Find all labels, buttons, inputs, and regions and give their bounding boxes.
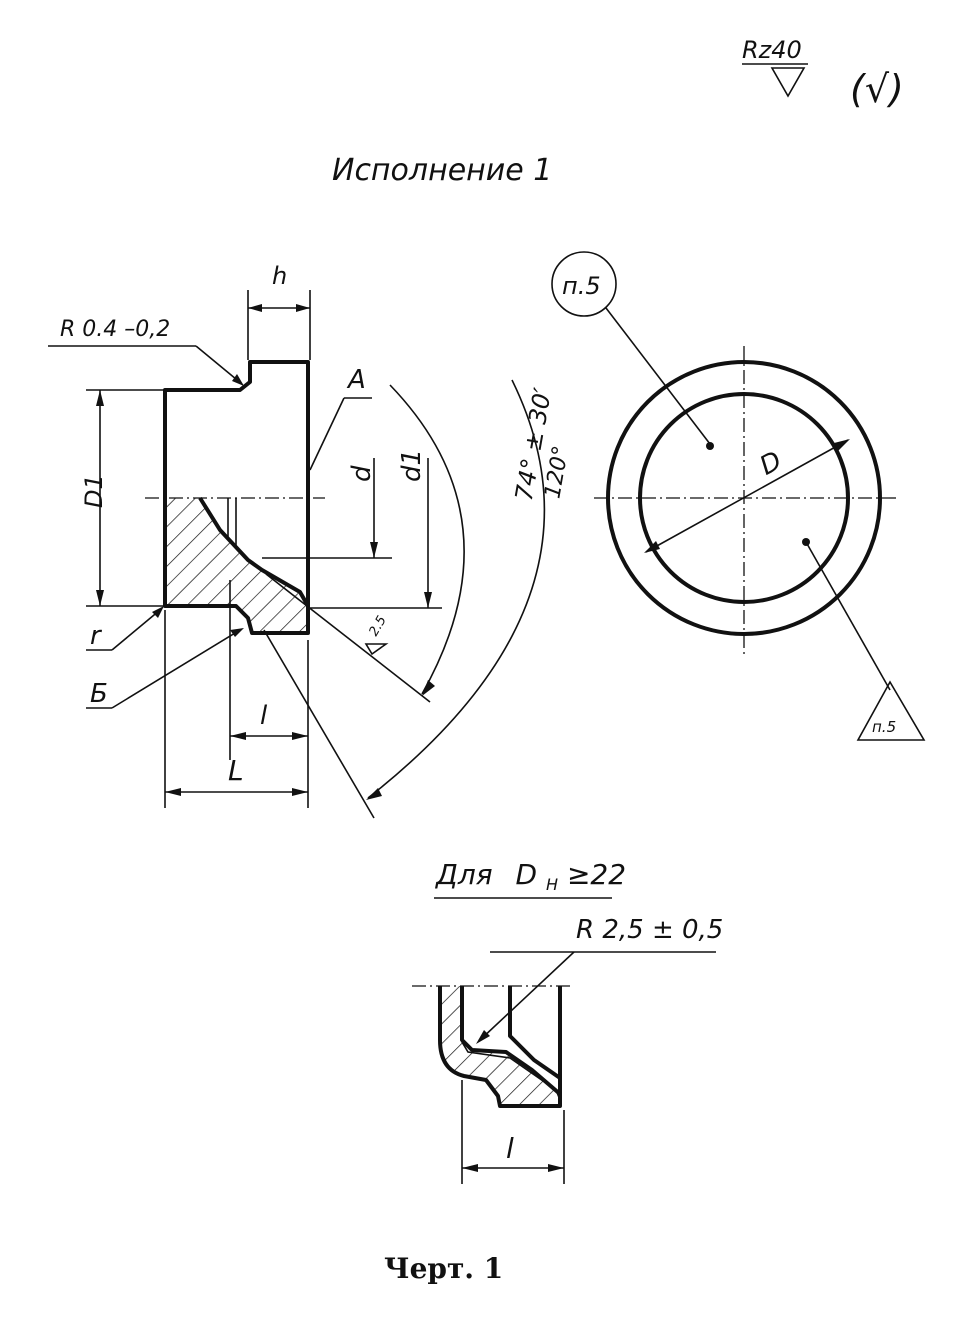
label-b: Б	[90, 679, 108, 709]
detail-heading-symbol: D	[516, 858, 538, 891]
extension-120	[263, 629, 375, 819]
triangle-leader	[805, 541, 891, 691]
arrow-L-right-icon	[292, 788, 308, 796]
label-a: A	[346, 365, 366, 395]
surface-roughness-mark: Rz40 (√)	[742, 36, 904, 111]
label-r: r	[90, 621, 103, 651]
detail-outline-outer	[438, 986, 562, 1108]
note-marker-label: п.5	[562, 272, 601, 300]
detail-hatch	[440, 986, 560, 1106]
note-marker-dot	[706, 442, 714, 450]
arrow-h-right-icon	[296, 304, 310, 312]
part-outline	[163, 360, 310, 635]
section-view: h R 0.4 –0,2 A D1 d d1 74° ± 30′	[48, 262, 574, 819]
triangle-marker-label: п.5	[872, 718, 896, 736]
arrow-D-right-icon	[834, 439, 850, 451]
figure-caption: Черт. 1	[384, 1252, 503, 1285]
arrow-l-right-icon	[292, 732, 308, 740]
detail-heading-word: Для	[434, 858, 493, 891]
dim-L-label: L	[228, 754, 244, 787]
detail-radius-label: R 2,5 ± 0,5	[576, 915, 723, 945]
arrow-r-icon	[152, 606, 164, 618]
arc-74	[389, 384, 465, 695]
arrow-D1-top-icon	[96, 390, 104, 406]
arrow-74-icon	[422, 680, 435, 696]
detail-outline-inner	[460, 986, 562, 1096]
local-roughness-label: 2.5	[366, 614, 389, 639]
section-hatch	[165, 498, 308, 633]
detail-bore-contour	[508, 986, 562, 1080]
roughness-suffix: (√)	[850, 67, 904, 111]
leader-r25	[479, 951, 575, 1041]
local-roughness-icon	[364, 643, 389, 656]
detail-heading-subscript: Н	[546, 875, 558, 894]
arrow-r25-icon	[476, 1030, 490, 1044]
leader-r-small	[195, 345, 243, 385]
note-marker-circle	[551, 251, 617, 317]
roughness-triangle-icon	[770, 67, 806, 98]
arrow-r-small-icon	[232, 374, 244, 386]
execution-title: Исполнение 1	[332, 153, 552, 188]
front-view: п.5 D п.5	[551, 251, 926, 741]
arrow-b-icon	[230, 628, 244, 637]
detail-arrow-right-icon	[548, 1164, 564, 1172]
roughness-label: Rz40	[742, 36, 802, 64]
leader-b	[111, 629, 241, 709]
dim-d1-label: d1	[397, 449, 427, 482]
arrow-d1-icon	[424, 592, 432, 608]
dim-l-label: l	[260, 701, 268, 731]
note-marker-leader	[605, 307, 711, 445]
inner-cone-contour	[198, 496, 310, 607]
detail-view: Для D Н ≥22 R 2,5 ± 0,5 l	[412, 858, 723, 1184]
detail-heading-condition: ≥22	[567, 858, 626, 891]
dim-r-small-label: R 0.4 –0,2	[60, 317, 170, 342]
dim-line-D	[645, 439, 849, 553]
leader-r	[111, 609, 161, 651]
extension-74	[265, 573, 431, 703]
arrow-h-left-icon	[248, 304, 262, 312]
arrow-D-left-icon	[644, 541, 660, 553]
leader-a	[309, 397, 345, 471]
arrow-D1-bottom-icon	[96, 590, 104, 606]
arrow-L-left-icon	[165, 788, 181, 796]
arrow-l-left-icon	[230, 732, 246, 740]
arrow-120-icon	[366, 788, 382, 800]
arrow-d-icon	[370, 542, 378, 558]
detail-dim-l-label: l	[506, 1132, 514, 1165]
detail-arrow-left-icon	[462, 1164, 478, 1172]
dim-h-label: h	[272, 262, 287, 290]
detail-heading: Для D Н ≥22	[434, 858, 626, 897]
triangle-marker-icon	[856, 680, 926, 741]
dim-d-label: d	[347, 465, 377, 482]
dim-D1-label: D1	[80, 474, 108, 508]
arc-120	[367, 379, 546, 799]
